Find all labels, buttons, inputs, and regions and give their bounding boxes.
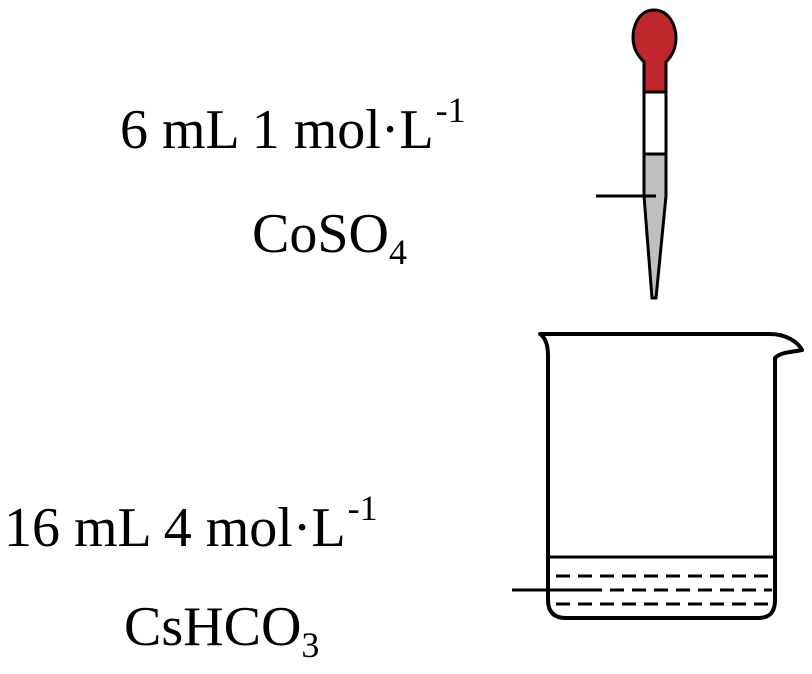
reagent-bottom-amount-text: 16 mL 4 mol·L <box>4 497 346 559</box>
reagent-top-formula-sub: 4 <box>388 232 407 273</box>
reagent-bottom-exponent: -1 <box>347 488 378 529</box>
reagent-bottom-formula: CsHCO3 <box>124 595 319 663</box>
reagent-top-formula-main: CoSO <box>252 203 389 265</box>
dropper-bulb <box>631 8 678 94</box>
dropper-tube <box>642 90 668 156</box>
reagent-bottom-formula-main: CsHCO <box>124 596 302 658</box>
dropper-liquid <box>642 152 668 300</box>
reagent-top-formula: CoSO4 <box>252 202 407 270</box>
beaker-icon <box>512 332 804 620</box>
reagent-bottom-formula-sub: 3 <box>301 625 320 666</box>
reagent-top-amount: 6 mL 1 mol·L-1 <box>120 92 466 162</box>
reagent-top-amount-text: 6 mL 1 mol·L <box>120 99 434 161</box>
reagent-top-exponent: -1 <box>435 90 466 131</box>
beaker-outline <box>538 332 804 620</box>
dropper-icon <box>596 8 678 300</box>
reagent-bottom-amount: 16 mL 4 mol·L-1 <box>4 490 378 560</box>
